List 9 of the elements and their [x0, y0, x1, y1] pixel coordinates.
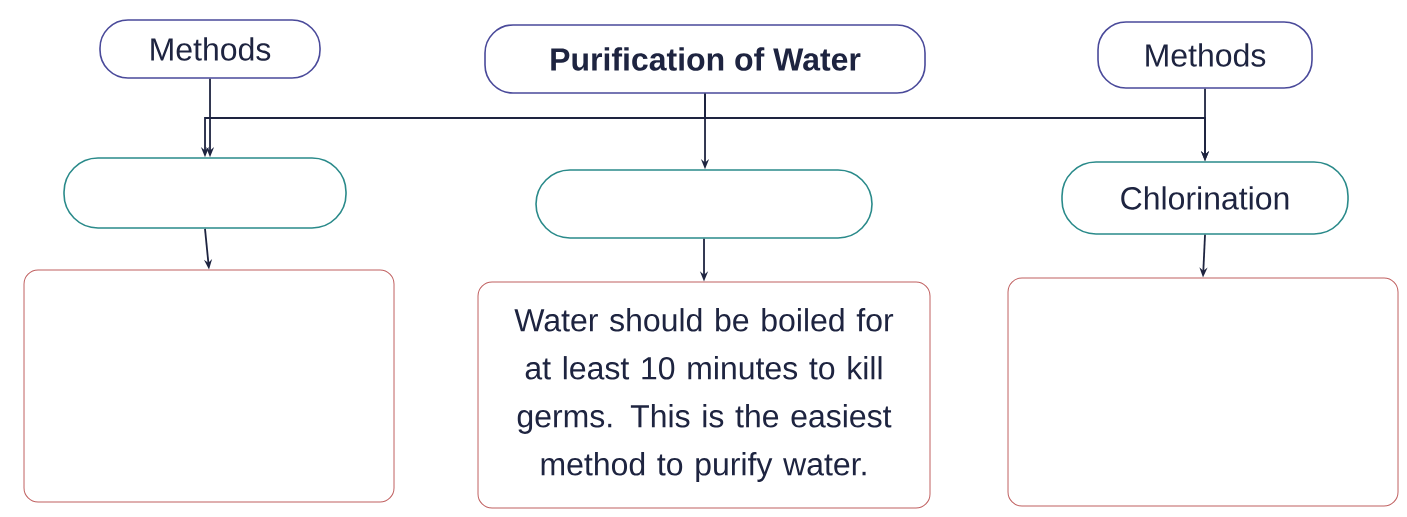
answer-box	[1007, 277, 1399, 507]
label-box: Purification of Water	[484, 24, 926, 94]
label-box: Chlorination	[1061, 161, 1349, 235]
pill-box	[535, 169, 873, 239]
text-box: Water should be boiled for at least 10 minutes to kill germs. This is the easiest method to purify water.	[477, 281, 931, 509]
label-box: Methods	[1097, 21, 1313, 89]
label-box: Methods	[99, 19, 321, 79]
answer-box	[23, 269, 395, 503]
pill-box	[63, 157, 347, 229]
